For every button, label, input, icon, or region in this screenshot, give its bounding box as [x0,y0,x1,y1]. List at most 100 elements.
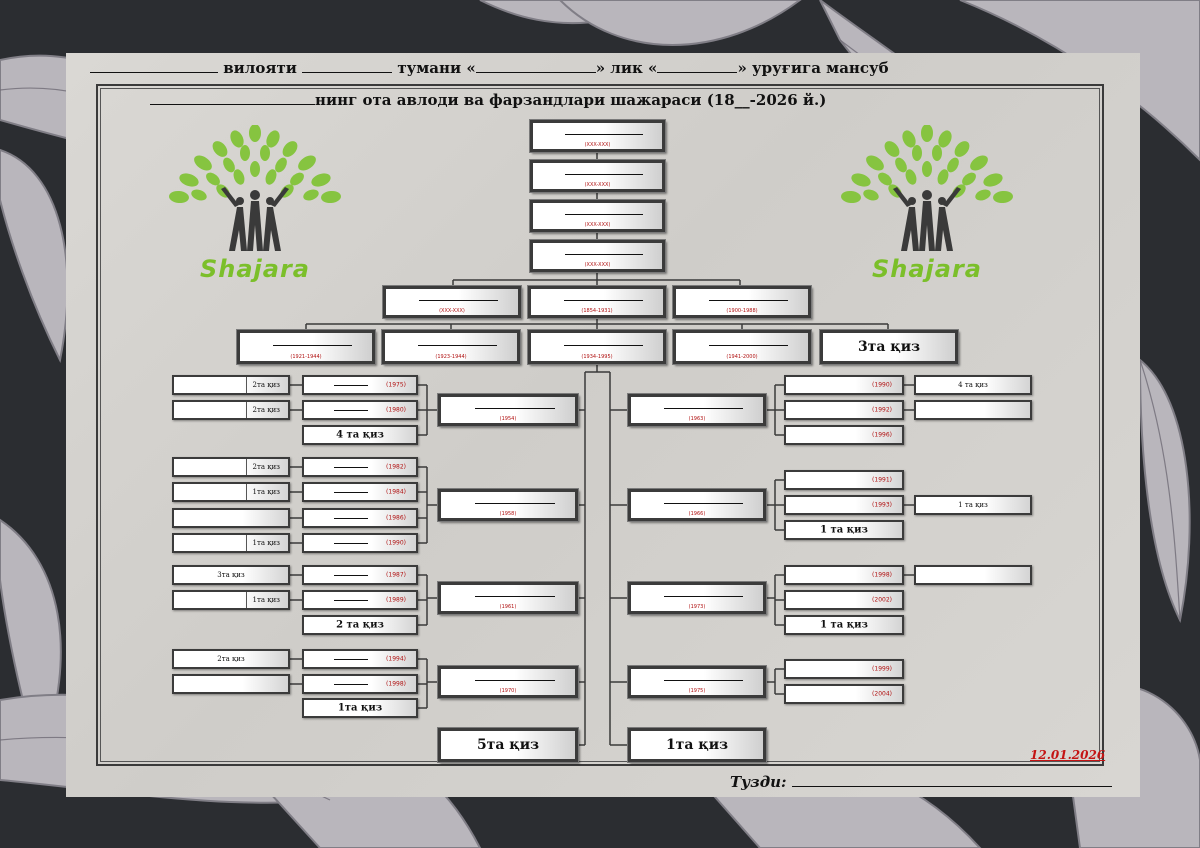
year-label: (2004) [872,690,892,698]
grand-label: 2та қиз [252,463,280,471]
right-grand-2[interactable] [914,400,1032,420]
left-child-8[interactable]: (1987) [302,565,418,585]
right-parent-box-3[interactable]: (1973) [627,581,767,615]
left-grand-10[interactable] [172,674,290,694]
urugiga-label: » уруғига мансуб [737,59,889,77]
logo-left: Shajara [165,124,345,295]
year-label: (XXX-XXX) [584,222,611,228]
village-blank[interactable] [475,58,596,73]
header-line-2: нинг ота авлоди ва фарзандлари шажараси … [150,90,910,109]
left-parent-box-3[interactable]: (1961) [437,581,579,615]
daughters-label: 1та қиз [665,737,729,753]
year-label: (1961) [499,604,517,610]
ancestor-box-3[interactable]: (XXX-XXX) [529,199,666,233]
clan-blank[interactable] [657,58,738,73]
right-child-11[interactable]: (2004) [784,684,904,704]
left-grand-8[interactable]: 1та қиз [172,590,290,610]
right-child-10[interactable]: (1999) [784,659,904,679]
right-child-6[interactable]: 1 та қиз [784,520,904,540]
tree-icon [841,124,1013,251]
gen3-box-1[interactable]: (XXX-XXX) [382,285,522,319]
year-label: (1998) [872,571,892,579]
right-parent-box-2[interactable]: (1966) [627,488,767,522]
right-grand-1[interactable]: 4 та қиз [914,375,1032,395]
gen4-box-3[interactable]: (1934-1995) [527,329,667,365]
right-child-2[interactable]: (1992) [784,400,904,420]
year-label: (1994) [386,655,406,663]
year-label: (1996) [872,431,892,439]
compiled-by-blank[interactable] [791,772,1112,787]
left-grand-1[interactable]: 2та қиз [172,375,290,395]
left-child-12[interactable]: (1998) [302,674,418,694]
left-child-7[interactable]: (1990) [302,533,418,553]
ancestor-box-1[interactable]: (XXX-XXX) [529,119,666,153]
lik-label: » лик « [595,59,658,77]
left-parent-box-1[interactable]: (1954) [437,393,579,427]
right-child-1[interactable]: (1990) [784,375,904,395]
ancestor-box-2[interactable]: (XXX-XXX) [529,159,666,193]
right-parent-box-4[interactable]: (1975) [627,665,767,699]
left-grand-5[interactable] [172,508,290,528]
year-label: (1990) [872,381,892,389]
year-label: (1986) [386,514,406,522]
right-child-7[interactable]: (1998) [784,565,904,585]
year-label: (1941-2000) [726,354,758,360]
left-parent-box-2[interactable]: (1958) [437,488,579,522]
left-grand-3[interactable]: 2та қиз [172,457,290,477]
ancestor-box-4[interactable]: (XXX-XXX) [529,239,666,273]
gen4-box-1[interactable]: (1921-1944) [236,329,376,365]
left-grand-9[interactable]: 2та қиз [172,649,290,669]
year-label: (1854-1931) [581,308,613,314]
left-child-11[interactable]: (1994) [302,649,418,669]
daughters-label: 3та қиз [857,339,921,355]
right-daughters-box[interactable]: 1та қиз [627,727,767,763]
right-parent-box-1[interactable]: (1963) [627,393,767,427]
district-blank[interactable] [302,58,393,73]
outer-frame [96,84,1104,766]
name-blank[interactable] [150,90,315,105]
left-child-9[interactable]: (1989) [302,590,418,610]
year-label: (1991) [872,476,892,484]
gen3-box-2[interactable]: (1854-1931) [527,285,667,319]
gen4-box-2[interactable]: (1923-1944) [381,329,521,365]
right-child-3[interactable]: (1996) [784,425,904,445]
right-child-8[interactable]: (2002) [784,590,904,610]
compiled-by: Тузди: [730,772,1112,791]
grand-label: 1та қиз [252,539,280,547]
left-child-2[interactable]: (1980) [302,400,418,420]
left-child-1[interactable]: (1975) [302,375,418,395]
left-grand-2[interactable]: 2та қиз [172,400,290,420]
year-label: (1958) [499,511,517,517]
year-label: (1923-1944) [435,354,467,360]
year-label: (1900-1988) [726,308,758,314]
year-label: (1934-1995) [581,354,613,360]
tumani-label: тумани « [397,59,476,77]
grand-label: 2та қиз [252,381,280,389]
left-child-4[interactable]: (1982) [302,457,418,477]
left-grand-4[interactable]: 1та қиз [172,482,290,502]
inner-frame [100,88,1100,762]
year-label: (1993) [872,501,892,509]
left-daughters-box[interactable]: 5та қиз [437,727,579,763]
left-grand-7[interactable]: 3та қиз [172,565,290,585]
right-grand-3[interactable]: 1 та қиз [914,495,1032,515]
region-blank[interactable] [90,58,218,73]
left-child-6[interactable]: (1986) [302,508,418,528]
right-child-5[interactable]: (1993) [784,495,904,515]
left-child-10[interactable]: 2 та қиз [302,615,418,635]
grand-label: 1та қиз [252,488,280,496]
left-parent-box-4[interactable]: (1970) [437,665,579,699]
right-child-4[interactable]: (1991) [784,470,904,490]
compiled-by-label: Тузди: [730,773,787,791]
left-grand-6[interactable]: 1та қиз [172,533,290,553]
left-child-13[interactable]: 1та қиз [302,698,418,718]
left-child-5[interactable]: (1984) [302,482,418,502]
right-child-9[interactable]: 1 та қиз [784,615,904,635]
daughters-label: 2 та қиз [336,619,384,631]
gen3-box-3[interactable]: (1900-1988) [672,285,812,319]
gen4-daughters-box[interactable]: 3та қиз [819,329,959,365]
logo-text: Shajara [871,255,983,283]
right-grand-4[interactable] [914,565,1032,585]
gen4-box-4[interactable]: (1941-2000) [672,329,812,365]
left-child-3[interactable]: 4 та қиз [302,425,418,445]
